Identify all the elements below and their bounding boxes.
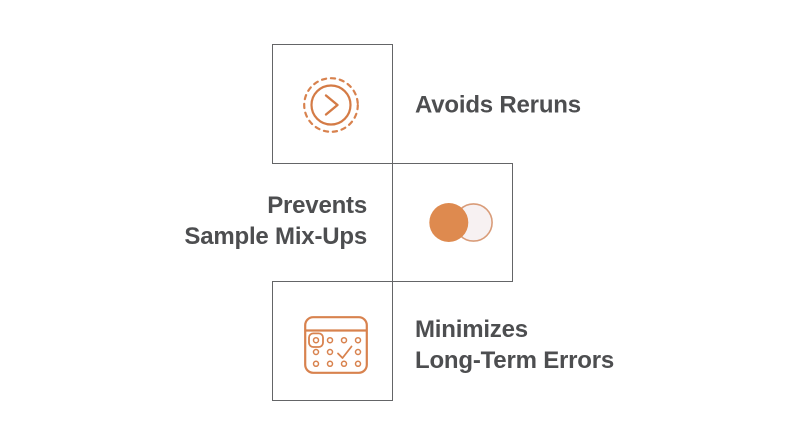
play-circle-dashed-icon xyxy=(303,77,359,133)
label-line: Long-Term Errors xyxy=(415,347,615,374)
label-avoids-reruns: Avoids Reruns xyxy=(415,90,581,121)
box-avoids-reruns xyxy=(272,44,393,164)
label-line: Prevents xyxy=(267,192,367,219)
label-line: Avoids Reruns xyxy=(415,91,581,119)
box-minimizes-long-term-errors xyxy=(272,281,393,401)
box-prevents-sample-mix-ups xyxy=(392,163,513,282)
label-prevents-sample-mix-ups: Prevents Sample Mix-Ups xyxy=(184,190,367,252)
calendar-check-icon xyxy=(304,316,368,374)
label-line: Minimizes xyxy=(415,316,528,343)
label-line: Sample Mix-Ups xyxy=(184,223,367,250)
overlapping-circles-icon xyxy=(429,203,493,242)
label-minimizes-long-term-errors: Minimizes Long-Term Errors xyxy=(415,314,614,376)
